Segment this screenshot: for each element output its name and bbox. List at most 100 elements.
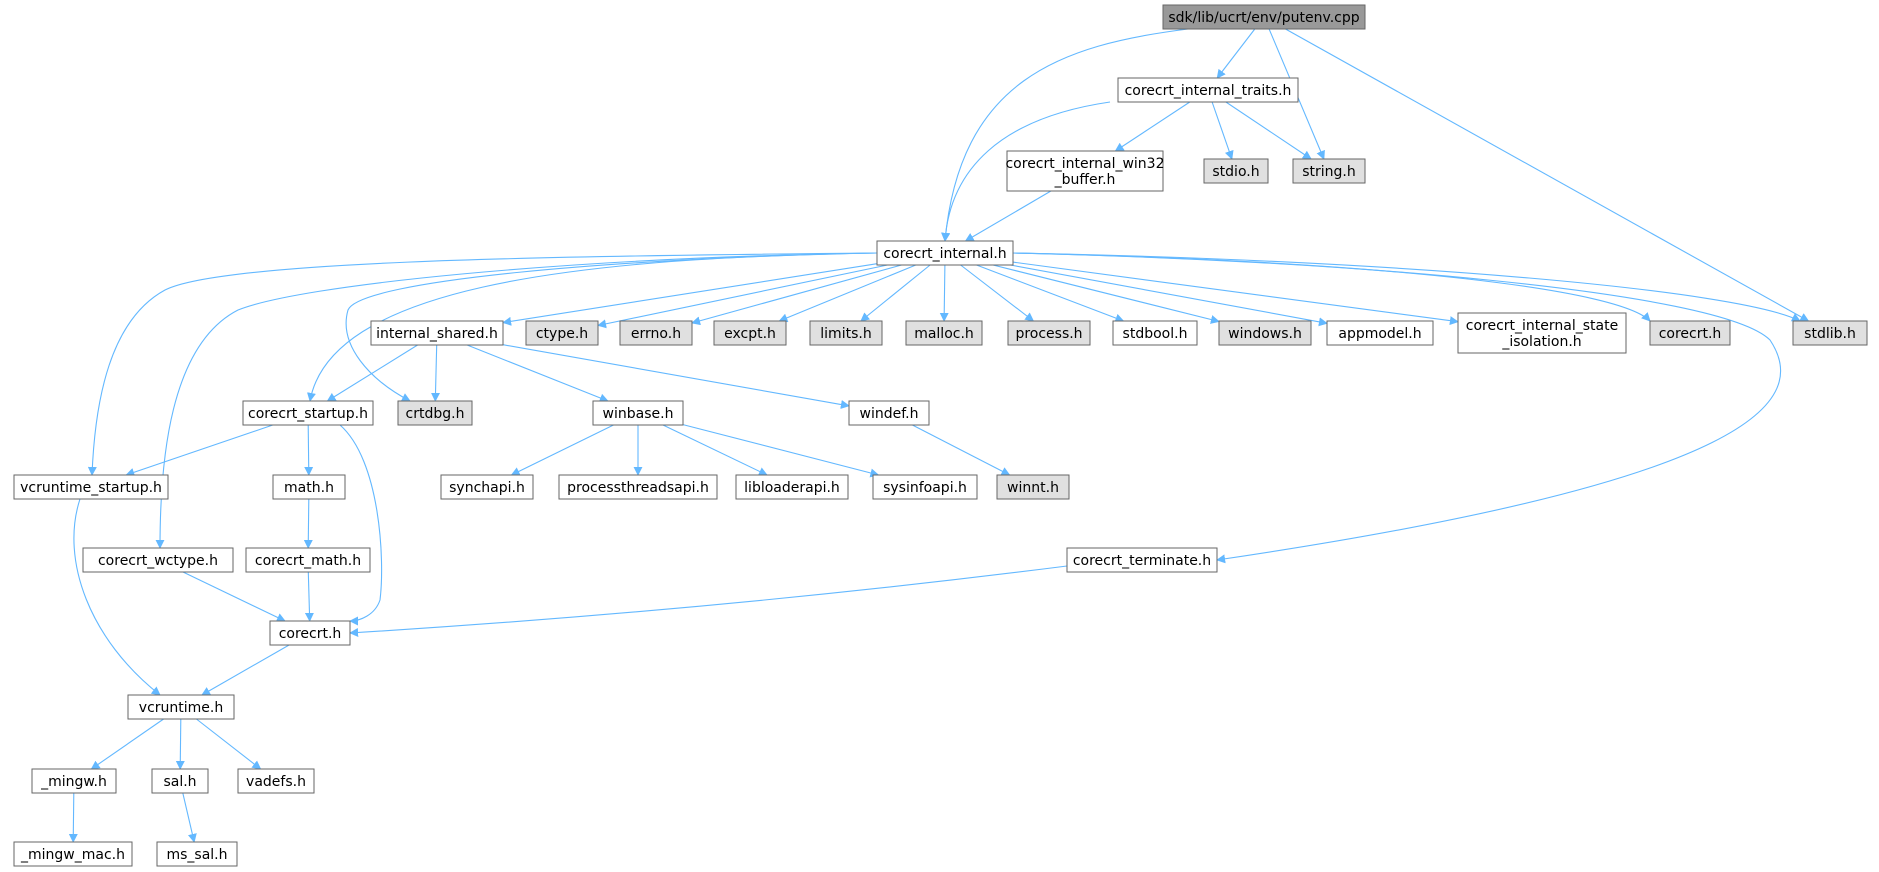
node-stdlib_h[interactable]: stdlib.h [1792, 320, 1868, 346]
node-box-sal_h [151, 768, 209, 794]
node-crtdbg_h[interactable]: crtdbg.h [397, 400, 473, 426]
node-box-corecrt_terminate_h [1066, 547, 1218, 573]
node-corecrt_wctype_h[interactable]: corecrt_wctype.h [82, 547, 234, 573]
node-label-sal_h: sal.h [163, 774, 196, 790]
edge-corecrt_internal_win32_buffer_h-to-corecrt_internal_h [964, 190, 1052, 242]
edge-internal_shared_h-to-corecrt_startup_h [326, 344, 418, 402]
node-limits_h[interactable]: limits.h [809, 320, 883, 346]
node-vcruntime_startup_h[interactable]: vcruntime_startup.h [13, 474, 169, 500]
edge-internal_shared_h-to-crtdbg_h [431, 344, 441, 402]
edge-corecrt_internal_h-to-stdbool_h [976, 264, 1125, 323]
node-string_h[interactable]: string.h [1292, 158, 1366, 184]
node-math_h[interactable]: math.h [272, 474, 346, 500]
node-vcruntime_h[interactable]: vcruntime.h [127, 694, 235, 720]
edge-vcruntime_h-to-_mingw_h [90, 718, 164, 770]
node-label-stdlib_h: stdlib.h [1804, 326, 1856, 342]
node-label-ctype_h: ctype.h [536, 326, 588, 342]
node-box-corecrt_startup_h [242, 400, 374, 426]
node-box-corecrt_internal_h [876, 240, 1014, 266]
node-vadefs_h[interactable]: vadefs.h [237, 768, 315, 794]
graph-nodes: sdk/lib/ucrt/env/putenv.cppcorecrt_inter… [13, 4, 1868, 867]
edge-putenv_cpp-to-corecrt_internal_h [941, 28, 1189, 242]
node-ms_sal_h[interactable]: ms_sal.h [156, 841, 238, 867]
node-errno_h[interactable]: errno.h [619, 320, 693, 346]
node-corecrt_h_system[interactable]: corecrt.h [1649, 320, 1731, 346]
node-corecrt_internal_h[interactable]: corecrt_internal.h [876, 240, 1014, 266]
node-box-ms_sal_h [156, 841, 238, 867]
node-label-corecrt_internal_state_isolation_h-line-2: _isolation.h [1501, 334, 1581, 350]
node-internal_shared_h[interactable]: internal_shared.h [370, 320, 504, 346]
node-box-corecrt_internal_win32_buffer_h [1006, 150, 1164, 192]
node-box-excpt_h [713, 320, 787, 346]
node-box-stdbool_h [1112, 320, 1198, 346]
node-label-vcruntime_h: vcruntime.h [139, 700, 223, 716]
edge-corecrt_startup_h-to-vcruntime_startup_h [125, 424, 273, 477]
node-label-limits_h: limits.h [820, 326, 871, 342]
node-ctype_h[interactable]: ctype.h [525, 320, 599, 346]
node-label-vadefs_h: vadefs.h [246, 774, 306, 790]
node-label-corecrt_h: corecrt.h [279, 626, 342, 642]
node-label-processthreadsapi_h: processthreadsapi.h [567, 480, 709, 496]
edge-windef_h-to-winnt_h [912, 424, 1011, 476]
node-box-winnt_h [996, 474, 1070, 500]
node-box-vcruntime_startup_h [13, 474, 169, 500]
node-corecrt_h[interactable]: corecrt.h [269, 620, 351, 646]
edge-vcruntime_h-to-vadefs_h [196, 718, 262, 770]
node-box-ctype_h [525, 320, 599, 346]
edge-corecrt_startup_h-to-corecrt_h [339, 424, 383, 626]
node-windows_h[interactable]: windows.h [1218, 320, 1312, 346]
node-appmodel_h[interactable]: appmodel.h [1326, 320, 1434, 346]
node-label-corecrt_h_system: corecrt.h [1659, 326, 1722, 342]
node-label-libloaderapi_h: libloaderapi.h [744, 480, 840, 496]
edge-corecrt_internal_h-to-excpt_h [778, 264, 917, 323]
node-label-corecrt_wctype_h: corecrt_wctype.h [98, 553, 218, 569]
node-corecrt_internal_win32_buffer_h[interactable]: corecrt_internal_win32_buffer.h [1005, 150, 1165, 192]
node-windef_h[interactable]: windef.h [848, 400, 930, 426]
node-stdbool_h[interactable]: stdbool.h [1112, 320, 1198, 346]
node-sysinfoapi_h[interactable]: sysinfoapi.h [872, 474, 978, 500]
edge-internal_shared_h-to-windef_h [502, 344, 850, 409]
node-stdio_h[interactable]: stdio.h [1203, 158, 1269, 184]
node-label-excpt_h: excpt.h [724, 326, 776, 342]
node-corecrt_startup_h[interactable]: corecrt_startup.h [242, 400, 374, 426]
edge-corecrt_terminate_h-to-corecrt_h [349, 565, 1068, 637]
node-box-winbase_h [592, 400, 684, 426]
node-box-corecrt_internal_state_isolation_h [1457, 312, 1627, 354]
node-winnt_h[interactable]: winnt.h [996, 474, 1070, 500]
node-corecrt_math_h[interactable]: corecrt_math.h [245, 547, 371, 573]
node-box-stdio_h [1203, 158, 1269, 184]
node-label-windows_h: windows.h [1228, 326, 1302, 342]
node-label-corecrt_internal_traits_h: corecrt_internal_traits.h [1125, 83, 1292, 99]
edge-corecrt_startup_h-to-math_h [304, 424, 314, 476]
graph-edges [68, 28, 1810, 843]
node-label-corecrt_internal_win32_buffer_h-line-2: _buffer.h [1054, 172, 1116, 188]
node-process_h[interactable]: process.h [1007, 320, 1091, 346]
node-corecrt_internal_traits_h[interactable]: corecrt_internal_traits.h [1117, 77, 1299, 103]
edge-corecrt_internal_h-to-internal_shared_h [502, 263, 878, 326]
node-processthreadsapi_h[interactable]: processthreadsapi.h [558, 474, 718, 500]
edge-winbase_h-to-libloaderapi_h [662, 424, 768, 476]
node-corecrt_internal_state_isolation_h[interactable]: corecrt_internal_state_isolation.h [1457, 312, 1627, 354]
node-_mingw_mac_h[interactable]: _mingw_mac.h [13, 841, 133, 867]
node-synchapi_h[interactable]: synchapi.h [440, 474, 534, 500]
node-box-math_h [272, 474, 346, 500]
node-winbase_h[interactable]: winbase.h [592, 400, 684, 426]
node-box-corecrt_wctype_h [82, 547, 234, 573]
node-sal_h[interactable]: sal.h [151, 768, 209, 794]
node-excpt_h[interactable]: excpt.h [713, 320, 787, 346]
node-libloaderapi_h[interactable]: libloaderapi.h [735, 474, 849, 500]
node-box-stdlib_h [1792, 320, 1868, 346]
node-label-process_h: process.h [1015, 326, 1082, 342]
node-box-limits_h [809, 320, 883, 346]
node-label-math_h: math.h [284, 480, 334, 496]
node-box-malloc_h [905, 320, 983, 346]
edge-sal_h-to-ms_sal_h [182, 792, 197, 843]
node-box-process_h [1007, 320, 1091, 346]
edge-corecrt_internal_h-to-ctype_h [597, 264, 888, 329]
node-label-_mingw_h: _mingw.h [40, 774, 107, 790]
node-corecrt_terminate_h[interactable]: corecrt_terminate.h [1066, 547, 1218, 573]
node-_mingw_h[interactable]: _mingw.h [31, 768, 117, 794]
node-label-synchapi_h: synchapi.h [449, 480, 525, 496]
node-malloc_h[interactable]: malloc.h [905, 320, 983, 346]
